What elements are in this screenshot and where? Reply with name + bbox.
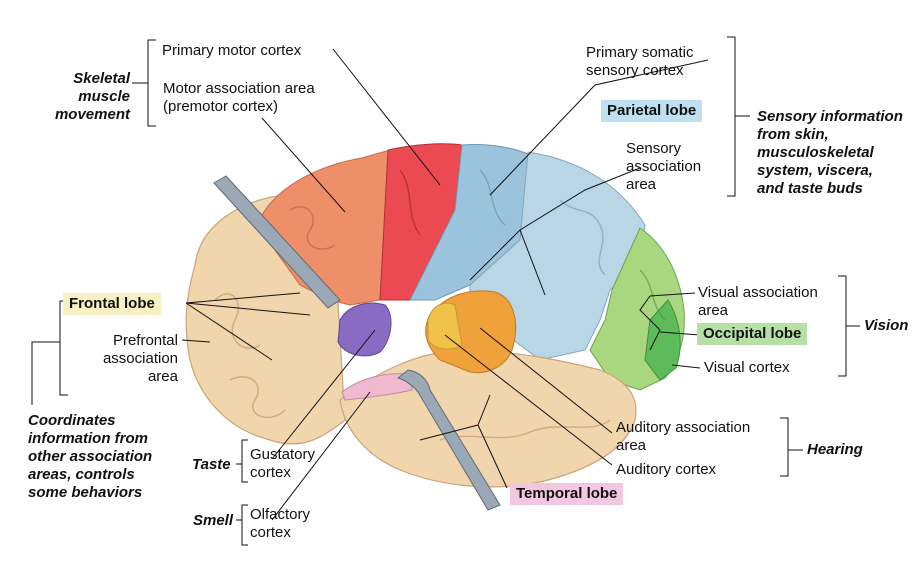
prefrontal-association-label: Prefrontal association area [102,332,178,385]
olfactory-cortex-label: Olfactory cortex [250,506,311,541]
sensory-association-label: Sensory association area [626,140,702,193]
skeletal-muscle-label: Skeletal muscle movement [54,70,130,123]
somatic-region [409,144,531,301]
sensory-information-label: Sensory information from skin, musculosk… [757,108,903,197]
auditory-association-label: Auditory association area [616,419,751,454]
gyri-lines [214,169,666,441]
auditory-cortex-region [427,302,463,350]
vision-label: Vision [864,317,909,334]
auditory-cortex-label: Auditory cortex [616,461,717,478]
olfactory-region [341,373,413,401]
instrument-lower [396,369,501,511]
visual-association-label: Visual association area [698,284,818,319]
primary-somatic-label: Primary somatic sensory cortex [586,44,694,79]
instrument-upper [213,175,341,309]
parietal-lobe-label: Parietal lobe [601,100,703,122]
taste-label: Taste [192,456,231,473]
coordinates-label: Coordinates information from other assoc… [28,412,153,501]
hearing-label: Hearing [807,441,863,458]
motor-association-label: Motor association area (premotor cortex) [163,80,315,115]
leader-lines [181,48,709,521]
visual-cortex-label: Visual cortex [704,359,790,376]
smell-label: Smell [193,512,234,529]
visual-cortex-region [644,299,681,381]
brackets [31,36,860,546]
frontal-lobe-label: Frontal lobe [63,293,161,315]
occipital-lobe-label: Occipital lobe [697,323,808,345]
primary-motor-cortex-label: Primary motor cortex [162,42,302,59]
temporal-lobe-label: Temporal lobe [510,483,624,505]
gustatory-cortex-label: Gustatory cortex [250,446,316,481]
gustatory-region [337,302,392,357]
